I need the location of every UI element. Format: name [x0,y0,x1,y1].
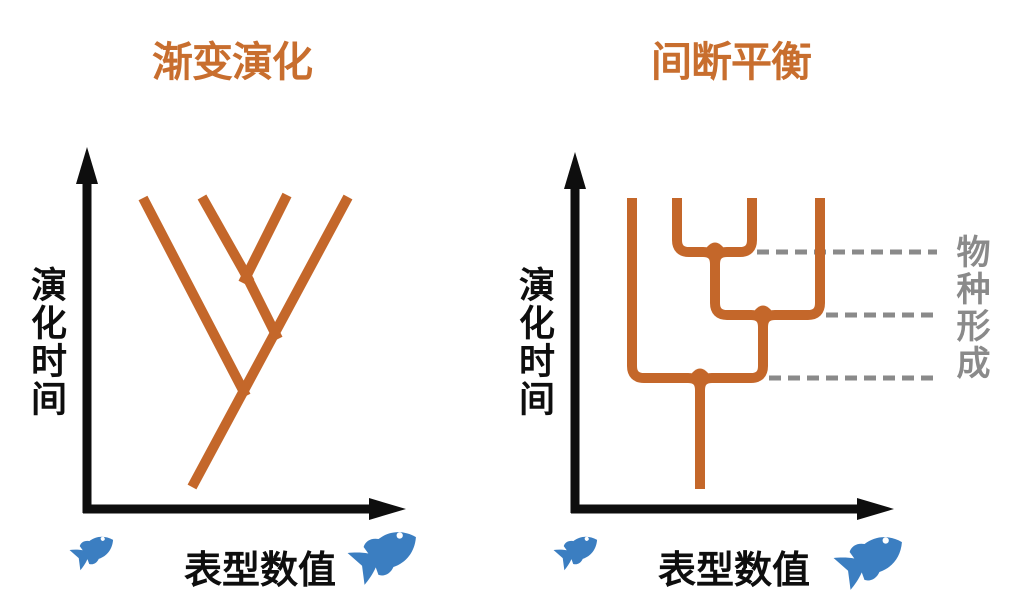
x-axis-label-gradual: 表型数值 [183,550,336,592]
tree-gradual [138,192,353,490]
big-fish-icon [833,537,902,590]
tree-branch [187,194,353,490]
fish-eye-icon [396,532,403,539]
tree-branch [138,195,251,399]
x-axis-arrowhead-icon [369,498,406,520]
panel-gradual [69,147,416,585]
big-fish-icon [347,532,416,585]
tree-punctuated [627,198,825,489]
panel-punctuated [553,152,937,590]
tree-branch [627,198,705,489]
fish-eye-icon [100,536,105,541]
tree-branch [239,268,283,342]
speciation-annotation: 物种形成 [951,234,989,382]
tree-branch [758,198,825,328]
axes-gradual [76,147,406,520]
fish-eye-icon [584,536,589,541]
panel-title-gradual: 渐变演化 [152,39,313,85]
junction-peak [755,305,771,320]
junction-peak [692,368,708,383]
tree-branch [710,198,757,265]
small-fish-icon [69,536,114,571]
y-axis-label-punctuated: 演化时间 [514,266,555,418]
y-axis-label-gradual: 演化时间 [26,266,67,418]
tree-branch [197,194,255,285]
y-axis-arrowhead-icon [76,147,98,184]
panel-title-punctuated: 间断平衡 [651,39,812,85]
junction-peak [707,242,723,257]
tree-branch [672,198,768,489]
y-axis-arrowhead-icon [564,152,586,189]
tree-branch [238,192,292,286]
small-fish-icon [553,536,598,571]
fish-eye-icon [882,537,889,544]
x-axis-label-punctuated: 表型数值 [657,550,810,592]
axes-punctuated [564,152,894,520]
x-axis-arrowhead-icon [857,498,894,520]
